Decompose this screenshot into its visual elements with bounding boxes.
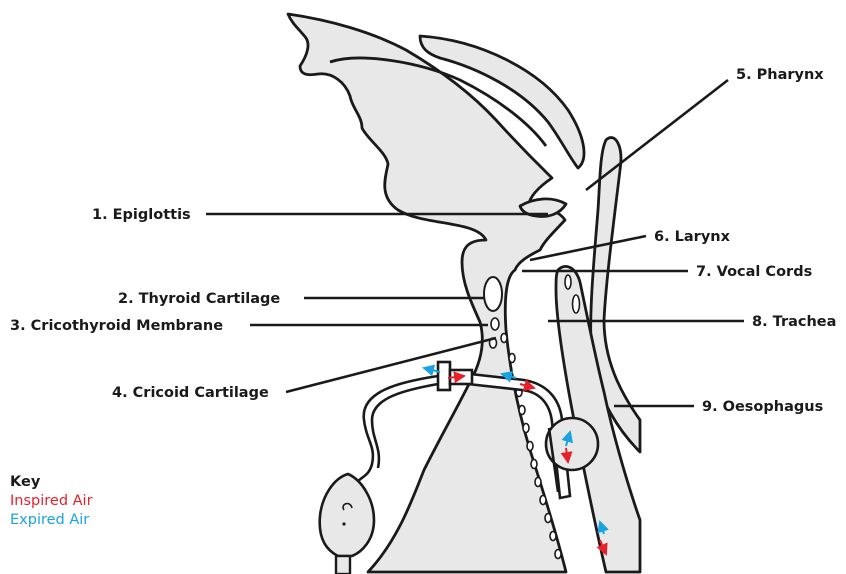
label-cricothyroid-membrane: 3. Cricothyroid Membrane — [10, 318, 223, 334]
label-cricoid-cartilage: 4. Cricoid Cartilage — [112, 385, 269, 401]
key-title: Key — [10, 474, 41, 490]
key-expired-air: Expired Air — [10, 512, 89, 528]
label-oesophagus: 9. Oesophagus — [702, 399, 823, 415]
leader-pharynx — [586, 80, 728, 190]
label-larynx: 6. Larynx — [654, 229, 731, 245]
label-vocal-cords: 7. Vocal Cords — [696, 264, 812, 280]
reservoir-bag — [320, 474, 374, 574]
thyroid-cartilage-shape — [484, 277, 502, 311]
label-thyroid-cartilage: 2. Thyroid Cartilage — [118, 291, 280, 307]
label-epiglottis: 1. Epiglottis — [92, 207, 191, 223]
label-pharynx: 5. Pharynx — [736, 67, 824, 83]
label-trachea: 8. Trachea — [752, 314, 836, 330]
key-inspired-air: Inspired Air — [10, 493, 93, 509]
key: Key Inspired Air Expired Air — [10, 474, 93, 528]
